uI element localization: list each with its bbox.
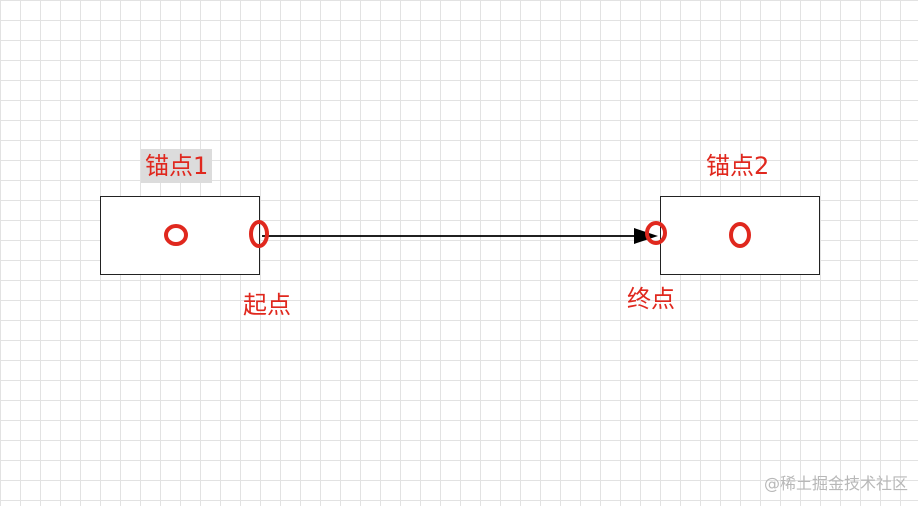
watermark: @稀土掘金技术社区 bbox=[763, 474, 908, 493]
anchor-1-label: 锚点1 bbox=[141, 149, 213, 183]
end-point-label: 终点 bbox=[627, 285, 675, 313]
right-node-box[interactable] bbox=[660, 196, 820, 275]
start-point-label: 起点 bbox=[243, 291, 291, 319]
left-node-box[interactable] bbox=[100, 196, 260, 275]
anchor-2-label: 锚点2 bbox=[706, 152, 770, 180]
arrowhead-icon bbox=[634, 228, 658, 244]
